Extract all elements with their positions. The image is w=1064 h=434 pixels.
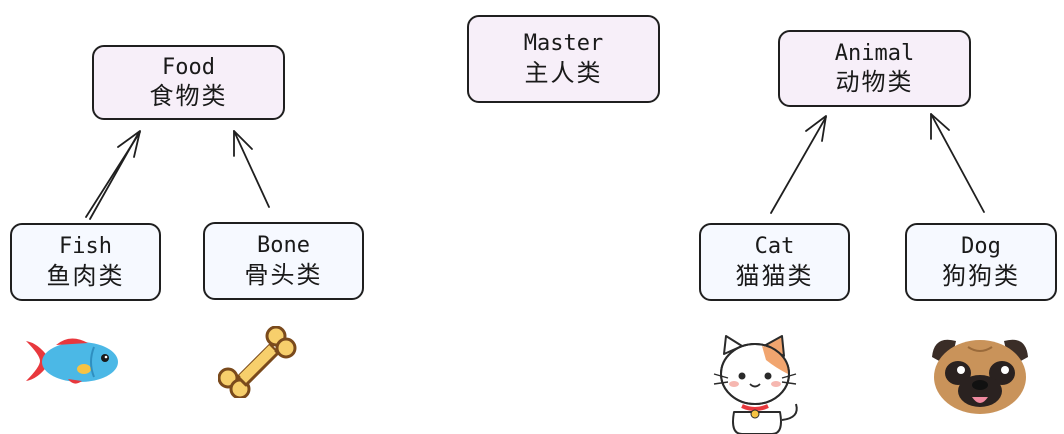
node-animal: Animal 动物类: [778, 30, 971, 107]
arrow-cat-to-animal: [770, 115, 827, 214]
node-dog-en: Dog: [961, 234, 1001, 260]
node-cat-zh: 猫猫类: [735, 261, 814, 290]
arrow-bone-to-food: [233, 130, 270, 208]
node-bone: Bone 骨头类: [203, 222, 364, 300]
arrow-fish-to-food: [85, 130, 141, 220]
node-animal-zh: 动物类: [835, 68, 914, 97]
node-bone-zh: 骨头类: [244, 260, 323, 289]
node-master: Master 主人类: [467, 15, 660, 103]
node-dog: Dog 狗狗类: [905, 223, 1057, 301]
dog-icon: [932, 339, 1028, 414]
node-bone-en: Bone: [257, 233, 310, 259]
node-cat-en: Cat: [754, 234, 795, 260]
node-fish-en: Fish: [59, 234, 112, 260]
arrow-dog-to-animal: [930, 113, 985, 213]
node-cat: Cat 猫猫类: [699, 223, 850, 301]
node-master-zh: 主人类: [524, 58, 603, 87]
bone-icon: [218, 326, 297, 398]
node-food-en: Food: [162, 54, 215, 80]
fish-icon: [26, 338, 118, 384]
node-fish-zh: 鱼肉类: [46, 261, 125, 290]
cat-icon: [713, 335, 798, 434]
node-animal-en: Animal: [834, 40, 915, 66]
node-master-en: Master: [523, 31, 604, 57]
node-food-zh: 食物类: [149, 82, 228, 111]
node-food: Food 食物类: [92, 45, 285, 120]
node-fish: Fish 鱼肉类: [10, 223, 161, 301]
node-dog-zh: 狗狗类: [942, 261, 1020, 290]
